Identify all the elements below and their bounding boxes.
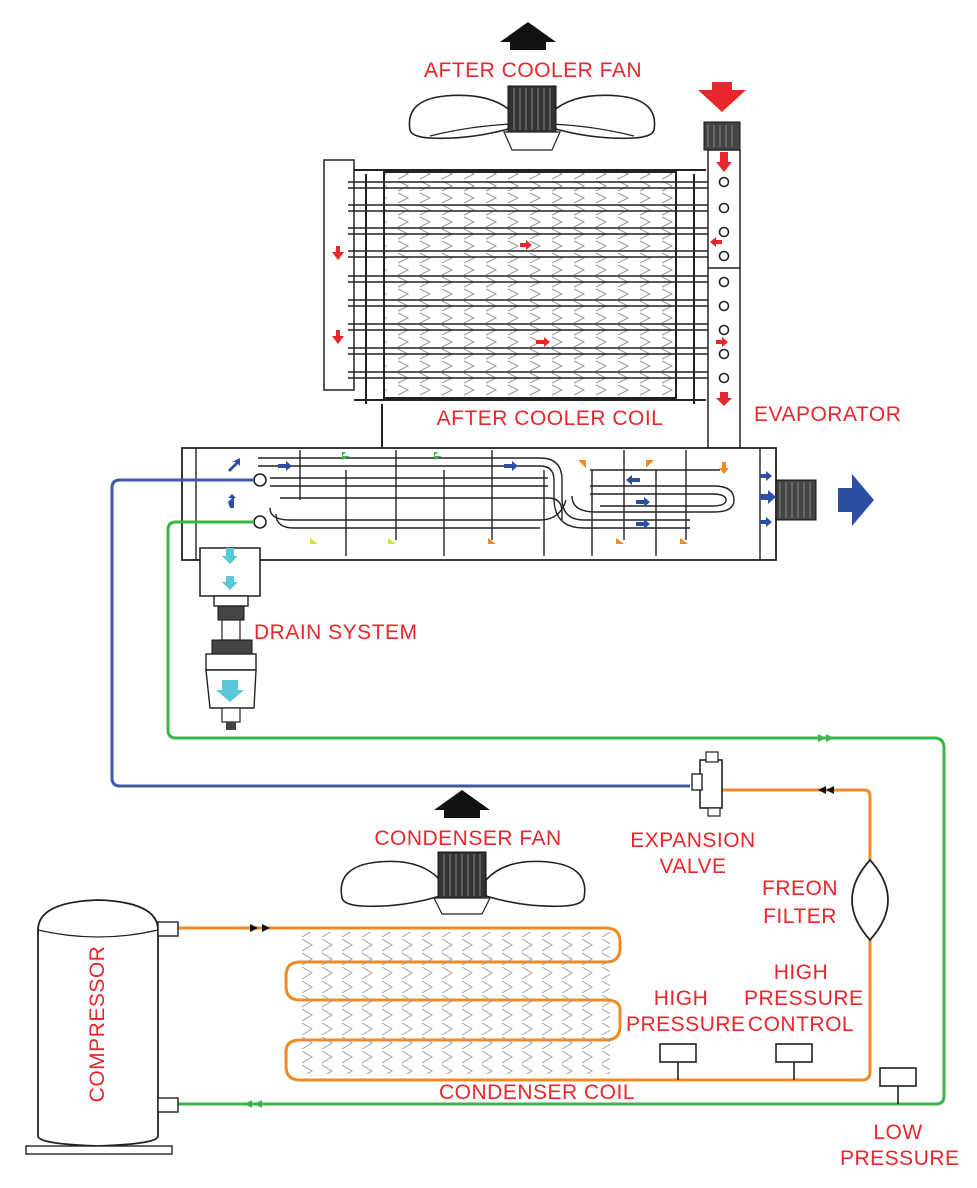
expansion-valve-label-line1: EXPANSION: [630, 829, 756, 852]
high-pressure-control-label-line1: HIGH: [773, 961, 829, 984]
after-cooler-fan-label: AFTER COOLER FAN: [423, 59, 643, 82]
freon-filter-label-line1: FREON: [762, 877, 838, 900]
evaporator-column: [703, 121, 741, 449]
refrigerant-piping: [110, 478, 946, 1106]
after-cooler-coil: [323, 159, 720, 448]
condenser-exhaust-arrow-icon: [434, 790, 490, 818]
hot-air-inlet-arrow-icon: [698, 82, 746, 112]
after-cooler-fan: [408, 22, 656, 151]
dry-air-outlet-arrow-icon: [838, 474, 874, 526]
freon-filter-label-line2: FILTER: [763, 905, 837, 928]
high-pressure-label-line2: PRESSURE: [626, 1013, 746, 1036]
condenser-fan-label: CONDENSER FAN: [374, 827, 562, 850]
exhaust-arrow-icon: [500, 22, 556, 50]
evaporator-label: EVAPORATOR: [754, 403, 902, 426]
heat-exchanger: [181, 447, 874, 561]
compressor: [25, 899, 179, 1155]
freon-filter: [851, 858, 889, 942]
low-pressure-label-line1: LOW: [873, 1121, 923, 1144]
pressure-switches: [659, 1043, 917, 1104]
compressor-label: COMPRESSOR: [86, 945, 109, 1103]
condenser-coil-fins: [300, 932, 610, 1074]
drain-system: [199, 547, 261, 730]
expansion-valve: [691, 751, 723, 817]
high-pressure-control-label-line3: CONTROL: [747, 1013, 855, 1036]
condenser-fan: [340, 790, 586, 915]
high-pressure-label-line1: HIGH: [653, 987, 709, 1010]
condenser-coil-label: CONDENSER COIL: [438, 1081, 636, 1104]
drain-system-label: DRAIN SYSTEM: [254, 621, 418, 644]
low-pressure-label-line2: PRESSURE: [840, 1147, 960, 1170]
high-pressure-control-label-line2: PRESSURE: [744, 987, 864, 1010]
after-cooler-coil-label: AFTER COOLER COIL: [436, 407, 664, 430]
expansion-valve-label-line2: VALVE: [659, 855, 727, 878]
